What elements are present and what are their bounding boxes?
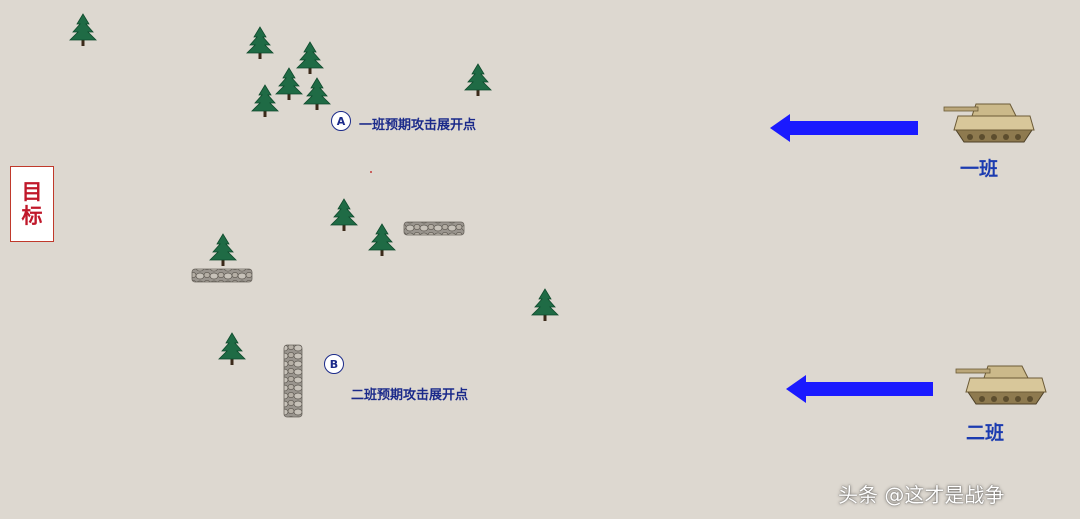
tree-icon [330, 198, 358, 232]
tree-icon [531, 288, 559, 322]
stone-wall-icon [191, 268, 253, 283]
squad-one-label: 一班 [960, 158, 999, 180]
tree-icon [69, 13, 97, 47]
point-a-label: 一班预期攻击展开点 [359, 118, 477, 133]
stone-wall-icon [283, 344, 303, 418]
squad-two-label: 二班 [966, 422, 1005, 444]
tree-icon [296, 41, 324, 75]
tree-icon [303, 77, 331, 111]
target-label: 目标 [21, 180, 43, 228]
tree-icon [246, 26, 274, 60]
arrow-left-icon [786, 375, 933, 403]
watermark: 头条 @这才是战争 [838, 483, 1005, 507]
tree-icon [464, 63, 492, 97]
arrow-left-icon [770, 114, 918, 142]
target-box: 目标 [10, 166, 54, 242]
tree-icon [251, 84, 279, 118]
tank-icon [955, 365, 1047, 405]
stone-wall-icon [403, 221, 465, 236]
tank-icon [943, 103, 1035, 143]
map-dot [370, 171, 372, 173]
tree-icon [275, 67, 303, 101]
tree-icon [209, 233, 237, 267]
tree-icon [218, 332, 246, 366]
point-a-marker: A [331, 111, 351, 131]
tree-icon [368, 223, 396, 257]
point-b-marker: B [324, 354, 344, 374]
point-b-label: 二班预期攻击展开点 [351, 388, 469, 403]
